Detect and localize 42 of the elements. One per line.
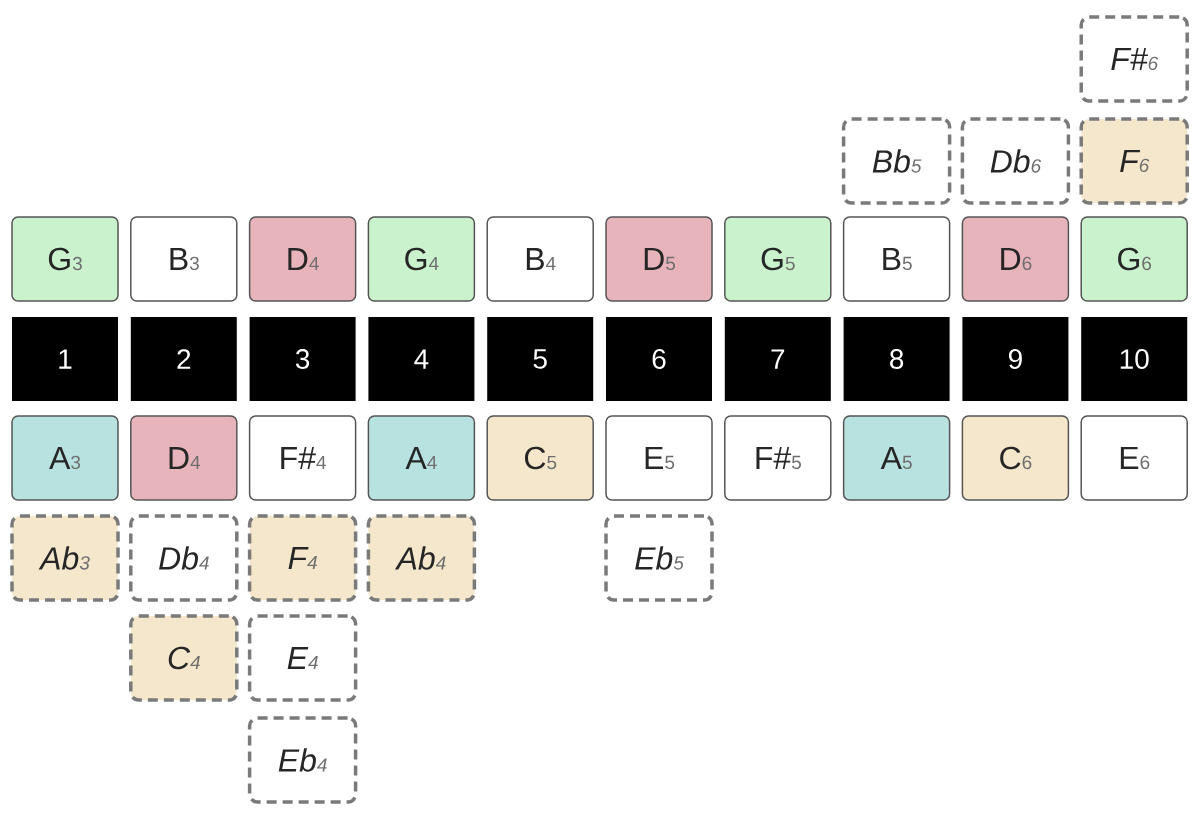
note-box: C6 — [961, 415, 1070, 501]
bend-note-box: Ab4 — [366, 514, 477, 602]
hole-number-box: 4 — [368, 317, 475, 401]
note-box: A5 — [842, 415, 951, 501]
note-box: A4 — [367, 415, 476, 501]
hole-number-box: 9 — [962, 317, 1069, 401]
note-box: E5 — [605, 415, 713, 501]
hole-number-box: 3 — [249, 317, 356, 401]
hole-number-box: 8 — [843, 317, 950, 401]
bend-note-box: C4 — [129, 614, 239, 702]
note-box: G5 — [724, 216, 832, 302]
bend-note-box: E4 — [247, 614, 358, 702]
note-box: D5 — [605, 216, 713, 302]
note-box: D4 — [130, 415, 238, 501]
hole-number-box: 5 — [487, 317, 594, 401]
bend-note-box: Db4 — [129, 514, 239, 602]
note-box: G3 — [11, 216, 119, 302]
note-box: B5 — [842, 216, 951, 302]
note-box: B4 — [486, 216, 594, 302]
note-box: G4 — [367, 216, 476, 302]
bend-note-box: Eb5 — [604, 514, 714, 602]
note-box: C5 — [486, 415, 594, 501]
hole-number-box: 6 — [606, 317, 712, 401]
hole-number-box: 10 — [1081, 317, 1188, 401]
bend-note-box: F#6 — [1079, 15, 1189, 103]
note-box: F#4 — [248, 415, 357, 501]
note-box: D6 — [961, 216, 1070, 302]
note-box: E6 — [1080, 415, 1188, 501]
bend-note-box: Ab3 — [10, 514, 120, 602]
hole-number-box: 2 — [130, 317, 237, 401]
bend-note-box: F6 — [1079, 117, 1189, 205]
bend-note-box: Eb4 — [247, 716, 358, 804]
bend-note-box: Bb5 — [841, 117, 952, 205]
note-box: G6 — [1080, 216, 1188, 302]
note-box: D4 — [248, 216, 357, 302]
bend-note-box: F4 — [247, 514, 358, 602]
note-box: A3 — [11, 415, 119, 501]
bend-note-box: Db6 — [960, 117, 1071, 205]
note-box: B3 — [130, 216, 238, 302]
note-box: F#5 — [724, 415, 832, 501]
hole-number-box: 7 — [724, 317, 831, 401]
hole-number-box: 1 — [12, 317, 118, 401]
